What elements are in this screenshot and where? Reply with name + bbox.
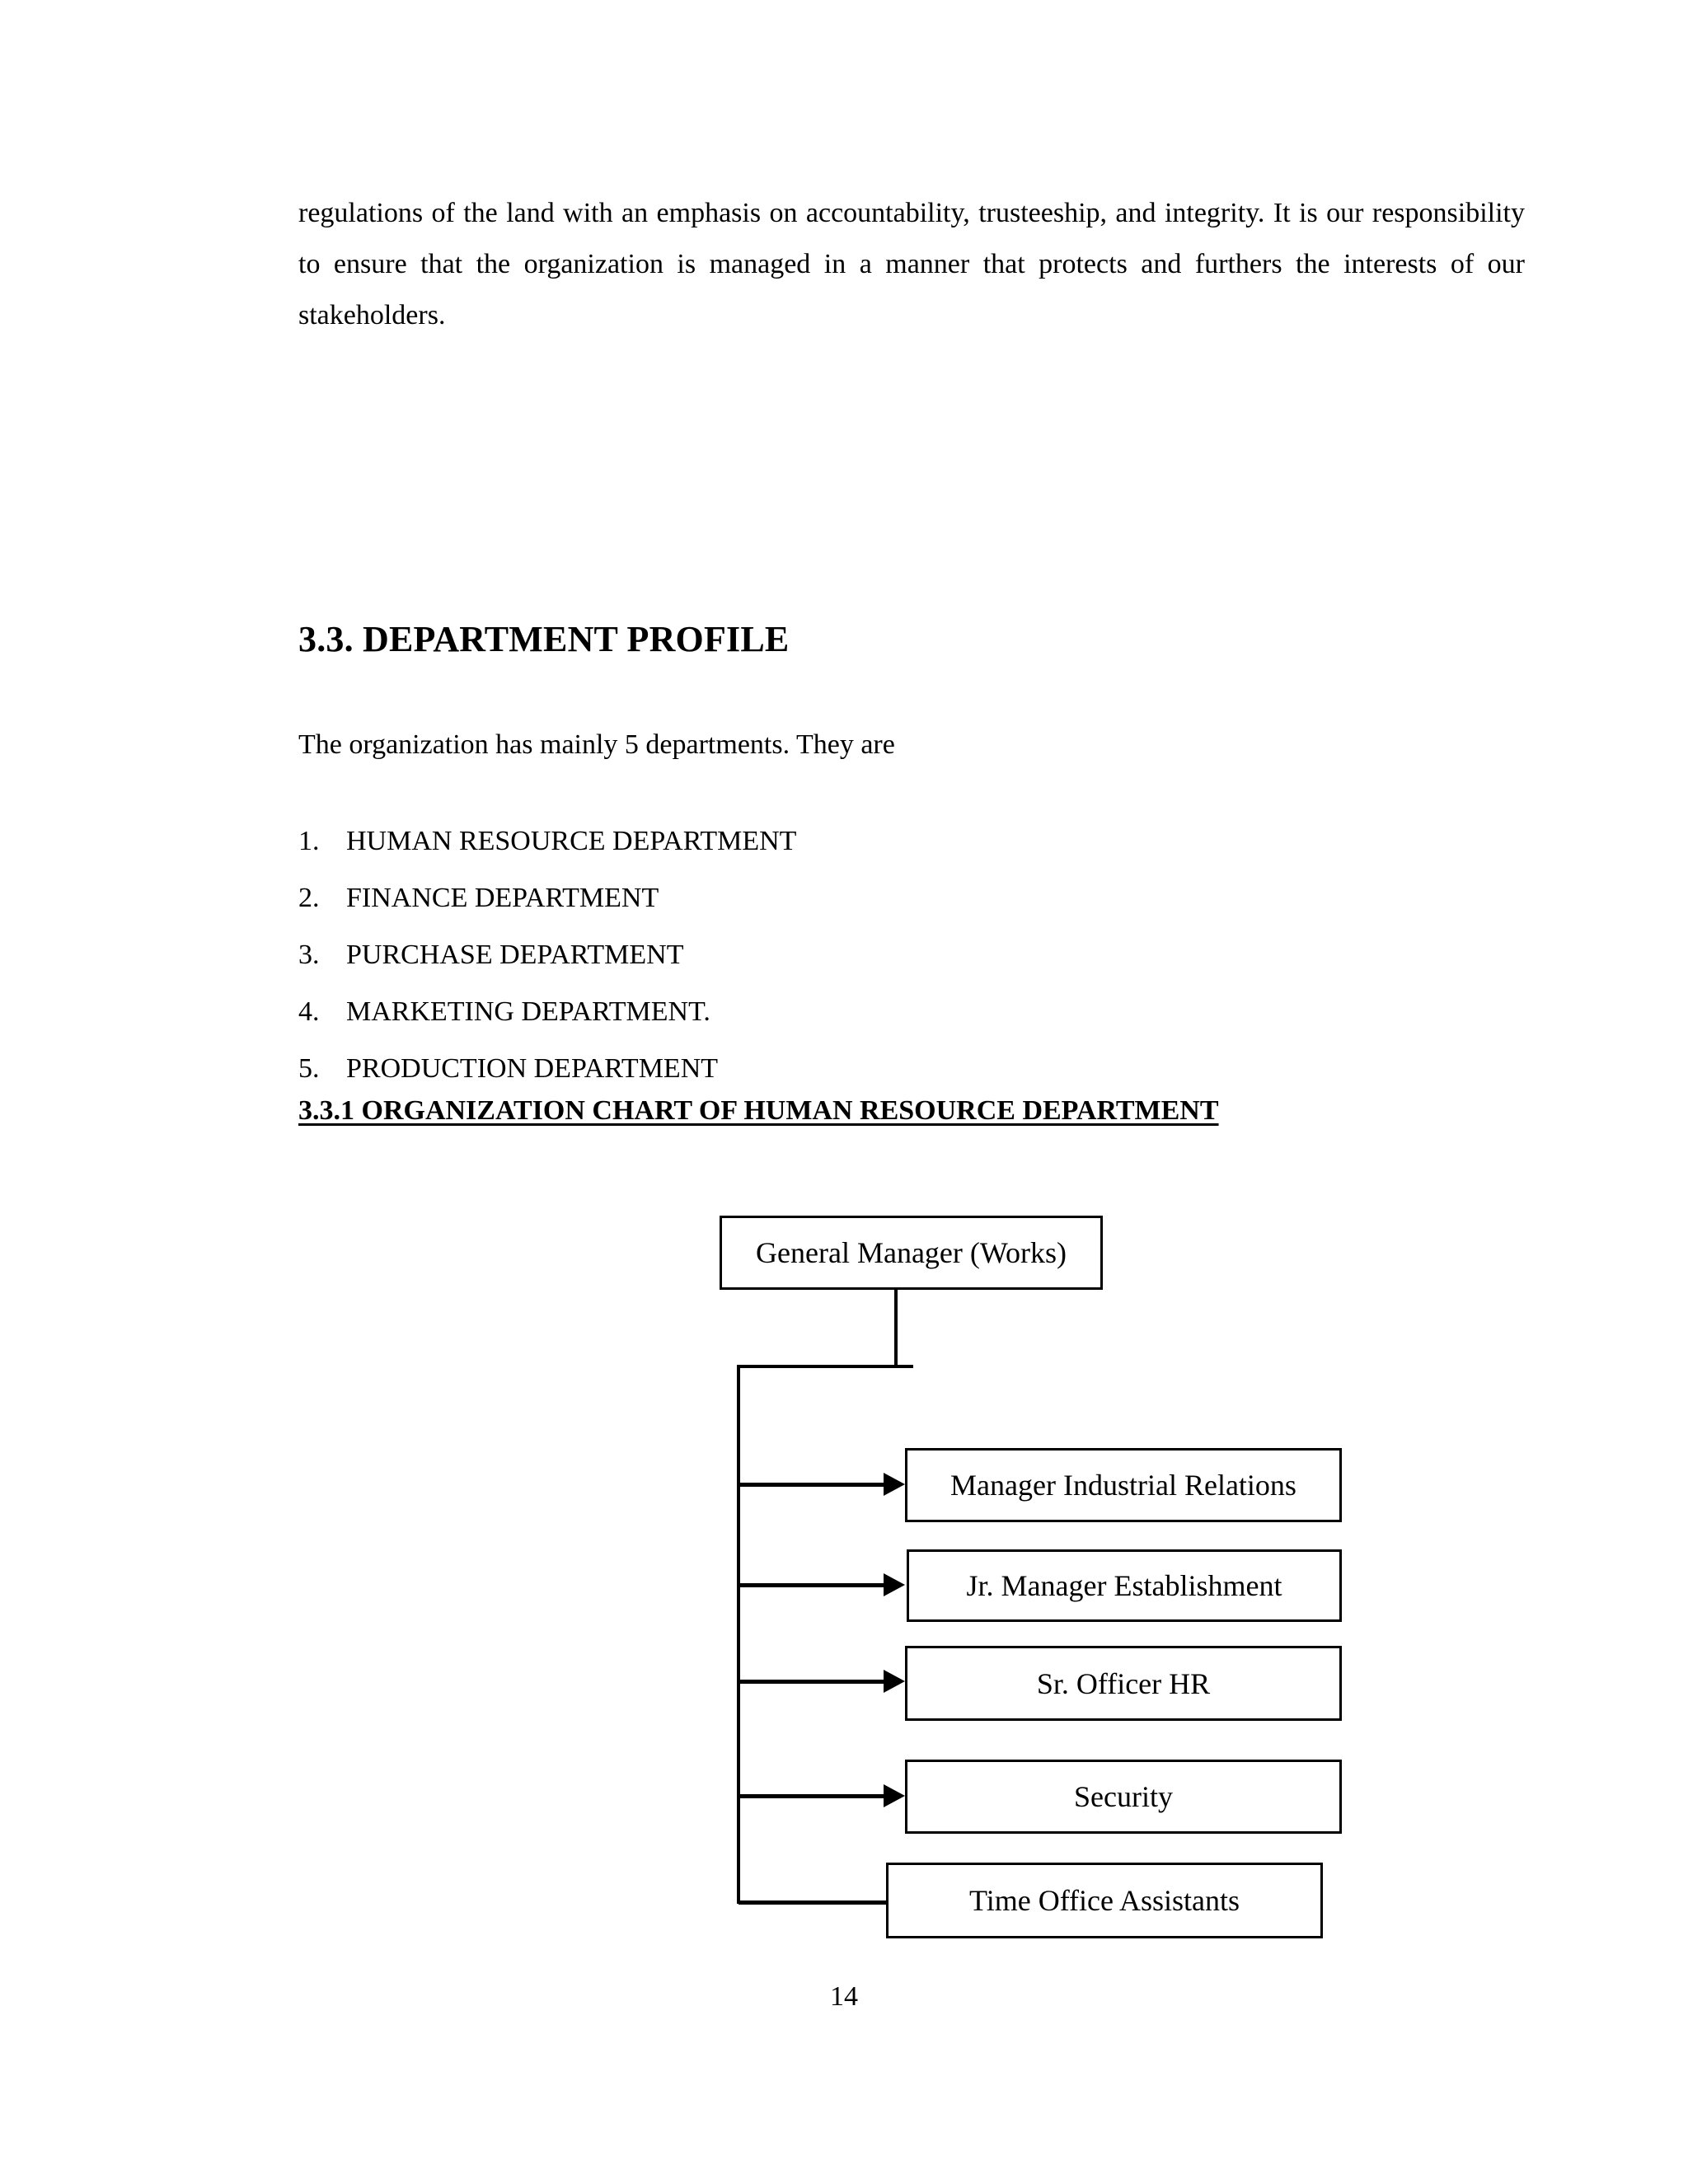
arrow-head-icon-2 (884, 1573, 905, 1596)
arrow-head-icon-4 (884, 1784, 905, 1807)
list-item-label: FINANCE DEPARTMENT (346, 883, 659, 913)
list-item: 4. MARKETING DEPARTMENT. (298, 995, 1287, 1052)
intro-paragraph: regulations of the land with an emphasis… (298, 198, 1525, 330)
list-item-number: 4. (298, 996, 320, 1027)
org-node-manager-industrial-relations: Manager Industrial Relations (905, 1448, 1342, 1522)
department-intro-line: The organization has mainly 5 department… (298, 729, 895, 760)
list-item-label: PRODUCTION DEPARTMENT (346, 1053, 719, 1084)
list-item: 1. HUMAN RESOURCE DEPARTMENT (298, 824, 1287, 881)
connector-spine-vertical (737, 1365, 740, 1904)
list-item-label: HUMAN RESOURCE DEPARTMENT (346, 826, 797, 856)
connector-branch-1 (740, 1483, 887, 1487)
connector-trunk-horizontal (737, 1365, 913, 1368)
connector-branch-4 (740, 1794, 887, 1798)
list-item-label: PURCHASE DEPARTMENT (346, 940, 684, 970)
section-heading: 3.3. DEPARTMENT PROFILE (298, 619, 790, 659)
connector-trunk-vertical (894, 1290, 898, 1368)
arrow-head-icon-3 (884, 1670, 905, 1693)
list-item-label: MARKETING DEPARTMENT. (346, 996, 710, 1027)
department-list: 1. HUMAN RESOURCE DEPARTMENT 2. FINANCE … (298, 824, 1287, 1108)
list-item: 2. FINANCE DEPARTMENT (298, 881, 1287, 938)
arrow-head-icon-1 (884, 1473, 905, 1496)
list-item: 5. PRODUCTION DEPARTMENT (298, 1052, 1287, 1108)
list-item-number: 2. (298, 883, 320, 913)
page-number: 14 (830, 1981, 858, 2012)
connector-branch-3 (740, 1680, 887, 1684)
connector-branch-5 (738, 1900, 889, 1905)
org-node-sr-officer-hr: Sr. Officer HR (905, 1646, 1342, 1721)
org-node-security: Security (905, 1760, 1342, 1834)
list-item-number: 5. (298, 1053, 320, 1084)
subsection-heading: 3.3.1 ORGANIZATION CHART OF HUMAN RESOUR… (298, 1095, 1219, 1126)
list-item-number: 1. (298, 826, 320, 856)
org-node-jr-manager-establishment: Jr. Manager Establishment (907, 1549, 1342, 1622)
connector-branch-2 (740, 1583, 887, 1587)
list-item-number: 3. (298, 940, 320, 970)
org-node-time-office-assistants: Time Office Assistants (886, 1863, 1323, 1938)
list-item: 3. PURCHASE DEPARTMENT (298, 938, 1287, 995)
org-node-general-manager: General Manager (Works) (720, 1216, 1103, 1290)
